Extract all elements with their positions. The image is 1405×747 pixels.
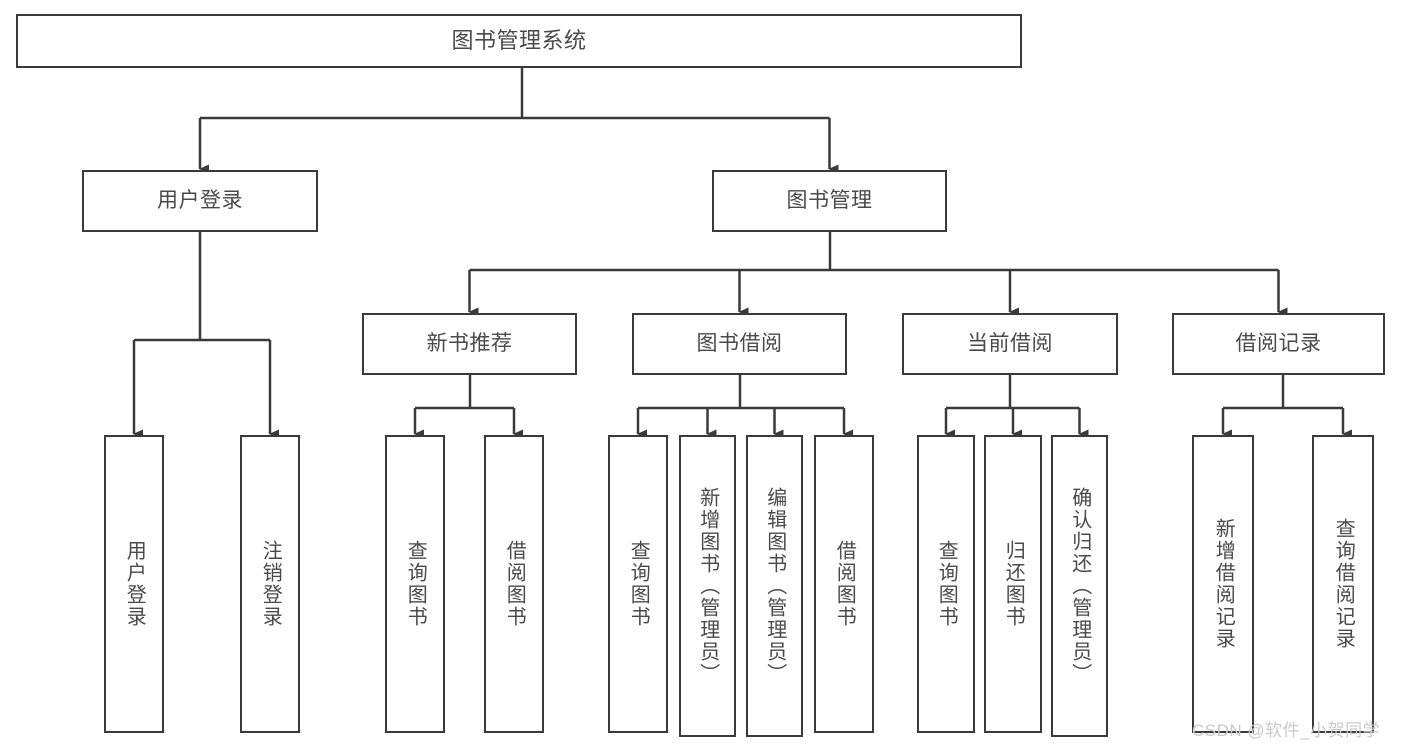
node-l1-bookmgr[interactable]: 图书管理 [712,170,947,232]
node-l2-newbook[interactable]: 新书推荐 [362,313,577,375]
node-l3-b2[interactable]: 借阅图书 [814,435,874,733]
node-label: 查询图书 [627,540,650,628]
node-label: 查询借阅记录 [1332,518,1355,650]
connector-lines [132,68,1352,439]
node-label: 新增图书（管理员） [696,487,719,685]
node-l3-b1[interactable]: 借阅图书 [484,435,544,733]
node-label: 注销登录 [259,540,282,628]
node-root[interactable]: 图书管理系统 [16,14,1022,68]
node-l3-edit[interactable]: 编辑图书（管理员） [746,435,803,737]
watermark-label: CSDN @软件_小贺同学 [1192,721,1381,740]
node-l3-q2[interactable]: 查询图书 [608,435,668,733]
node-label: 查询图书 [404,540,427,628]
node-label: 查询图书 [935,540,958,628]
node-l3-add[interactable]: 新增图书（管理员） [679,435,736,737]
node-l1-login[interactable]: 用户登录 [82,170,318,232]
node-label: 当前借阅 [967,331,1053,355]
node-l2-record[interactable]: 借阅记录 [1172,313,1385,375]
node-l3-addrec[interactable]: 新增借阅记录 [1192,435,1254,733]
node-label: 确认归还（管理员） [1068,487,1091,685]
node-label: 图书管理系统 [451,28,587,54]
node-l3-userlogin[interactable]: 用户登录 [104,435,164,733]
node-l3-confirm[interactable]: 确认归还（管理员） [1051,435,1108,737]
node-label: 新增借阅记录 [1212,518,1235,650]
node-label: 新书推荐 [426,331,513,355]
node-l3-return[interactable]: 归还图书 [984,435,1042,733]
node-l3-q1[interactable]: 查询图书 [385,435,445,733]
node-label: 借阅记录 [1235,331,1322,355]
node-l3-qrec[interactable]: 查询借阅记录 [1312,435,1374,733]
node-label: 图书借阅 [696,331,783,355]
node-l3-logout[interactable]: 注销登录 [240,435,300,733]
node-label: 归还图书 [1002,540,1025,628]
node-label: 图书管理 [786,188,873,212]
node-label: 用户登录 [123,540,146,628]
node-l2-current[interactable]: 当前借阅 [902,313,1118,375]
node-label: 借阅图书 [503,540,526,628]
node-label: 借阅图书 [833,540,856,628]
node-label: 编辑图书（管理员） [763,487,786,685]
node-l3-q3[interactable]: 查询图书 [917,435,975,733]
node-label: 用户登录 [157,188,243,212]
node-l2-borrow[interactable]: 图书借阅 [632,313,847,375]
